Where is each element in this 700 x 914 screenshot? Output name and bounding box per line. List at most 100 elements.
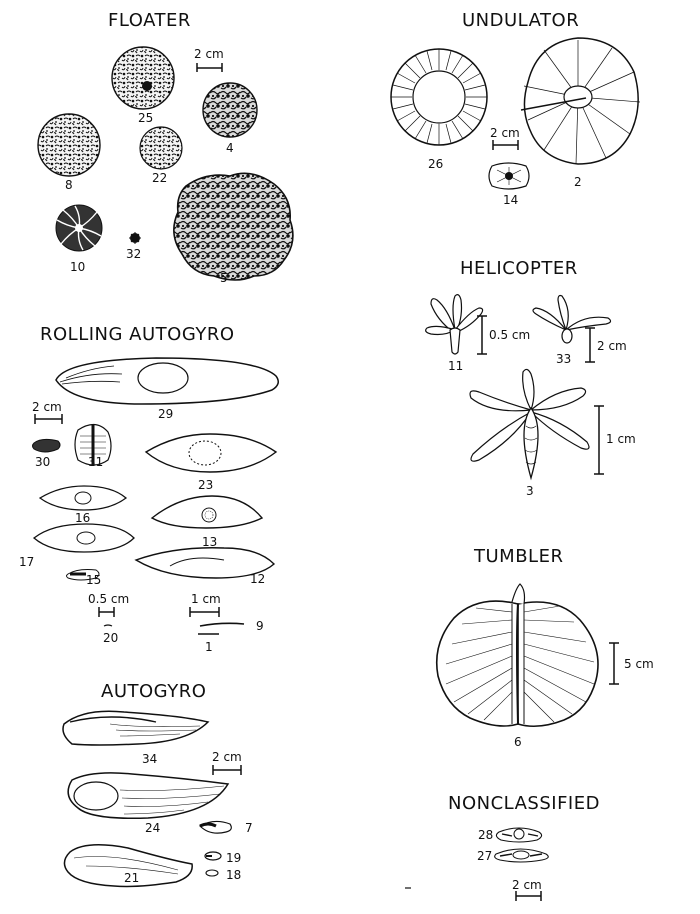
tumbler-group: TUMBLER 6 5 cm <box>435 546 654 749</box>
specimen-22-label: 22 <box>152 171 167 185</box>
heli-scale-bar-11: 0.5 cm <box>477 315 530 355</box>
specimen-13-label: 13 <box>202 535 217 549</box>
specimen-14: 14 <box>488 162 530 207</box>
specimen-18: 18 <box>205 868 241 882</box>
specimen-14-label: 14 <box>503 193 518 207</box>
specimen-4-label: 4 <box>226 141 234 155</box>
specimen-6: 6 <box>435 583 599 749</box>
specimen-16-label: 16 <box>75 511 90 525</box>
specimen-23-label: 23 <box>198 478 213 492</box>
specimen-7: 7 <box>199 820 253 835</box>
specimen-11: 11 <box>425 294 484 373</box>
specimen-9-label: 9 <box>256 619 264 633</box>
rolling-scale-bar-c: 1 cm <box>189 592 221 617</box>
specimen-29: 29 <box>55 357 279 421</box>
floater-group: FLOATER 2 cm 25 4 8 22 10 <box>37 10 294 285</box>
specimen-26: 26 <box>390 48 488 171</box>
rolling-scale-label-a: 2 cm <box>32 400 62 414</box>
specimen-4: 4 <box>202 82 258 155</box>
tumbler-scale-bar: 5 cm <box>609 642 654 685</box>
heli-scale-bar-3: 1 cm <box>594 405 636 475</box>
specimen-31: 31 <box>74 423 112 469</box>
specimen-10: 10 <box>55 204 103 274</box>
undulator-group: UNDULATOR 26 <box>390 10 641 207</box>
rolling-scale-label-c: 1 cm <box>191 592 221 606</box>
specimen-29-label: 29 <box>158 407 173 421</box>
specimen-24-label: 24 <box>145 821 160 835</box>
specimen-23: 23 <box>144 433 278 492</box>
specimen-1-label: 1 <box>205 640 213 654</box>
specimen-32: 32 <box>126 232 141 261</box>
nonclassified-scale-label: 2 cm <box>512 878 542 892</box>
specimen-2: 2 <box>520 37 641 189</box>
specimen-21: 21 <box>63 844 193 888</box>
specimen-18-label: 18 <box>226 868 241 882</box>
undulator-scale-label: 2 cm <box>490 126 520 140</box>
specimen-21-label: 21 <box>124 871 139 885</box>
specimen-8: 8 <box>37 113 101 192</box>
specimen-27-label: 27 <box>477 849 492 863</box>
specimen-6-label: 6 <box>514 735 522 749</box>
rolling-scale-label-b: 0.5 cm <box>88 592 129 606</box>
specimen-16: 16 <box>38 485 128 525</box>
specimen-28-label: 28 <box>478 828 493 842</box>
specimen-20-label: 20 <box>103 631 118 645</box>
heli-scale-label-3: 1 cm <box>606 432 636 446</box>
tumbler-heading: TUMBLER <box>473 546 563 567</box>
specimen-15-label: 15 <box>86 573 101 587</box>
specimen-27: 27 <box>477 848 549 863</box>
rolling-scale-bar-a: 2 cm <box>32 400 63 424</box>
specimen-25: 25 <box>111 46 175 125</box>
specimen-33: 33 <box>532 294 612 366</box>
specimen-3-label: 3 <box>526 484 534 498</box>
rolling-autogyro-group: ROLLING AUTOGYRO 29 2 cm 30 31 23 <box>19 324 279 654</box>
specimen-20: 20 <box>103 624 118 645</box>
nonclassified-group: NONCLASSIFIED 28 27 2 cm <box>405 793 600 901</box>
specimen-11-label: 11 <box>448 359 463 373</box>
specimen-17-label: 17 <box>19 555 34 569</box>
specimen-13: 13 <box>150 495 264 549</box>
nonclassified-heading: NONCLASSIFIED <box>448 793 600 814</box>
heli-scale-bar-33: 2 cm <box>585 327 627 363</box>
undulator-scale-bar: 2 cm <box>490 126 520 150</box>
specimen-2-label: 2 <box>574 175 582 189</box>
specimen-28: 28 <box>478 827 543 843</box>
specimen-5-label: 5 <box>220 271 228 285</box>
autogyro-group: AUTOGYRO 34 2 cm 24 7 21 <box>62 681 253 888</box>
specimen-7-label: 7 <box>245 821 253 835</box>
floater-heading: FLOATER <box>108 10 191 31</box>
specimen-3: 3 <box>469 368 590 498</box>
tumbler-scale-label: 5 cm <box>624 657 654 671</box>
specimen-17: 17 <box>19 523 135 569</box>
specimen-19-label: 19 <box>226 851 241 865</box>
specimen-26-label: 26 <box>428 157 443 171</box>
specimen-30-label: 30 <box>35 455 50 469</box>
specimen-25-label: 25 <box>138 111 153 125</box>
specimen-5: 5 <box>173 172 294 285</box>
specimen-22: 22 <box>139 126 183 185</box>
autogyro-scale-label: 2 cm <box>212 750 242 764</box>
specimen-8-label: 8 <box>65 178 73 192</box>
specimen-12: 12 <box>134 547 276 586</box>
autogyro-heading: AUTOGYRO <box>101 681 206 702</box>
specimen-24: 24 <box>67 772 230 835</box>
floater-scale-label: 2 cm <box>194 47 224 61</box>
undulator-heading: UNDULATOR <box>462 10 579 31</box>
floater-scale-bar: 2 cm <box>194 47 224 72</box>
specimen-34-label: 34 <box>142 752 157 766</box>
specimen-15: 15 <box>66 569 101 587</box>
nonclassified-scale-bar: 2 cm <box>512 878 542 901</box>
heli-scale-label-33: 2 cm <box>597 339 627 353</box>
specimen-31-label: 31 <box>88 455 103 469</box>
helicopter-heading: HELICOPTER <box>460 258 578 279</box>
specimen-19: 19 <box>204 851 241 865</box>
specimen-33-label: 33 <box>556 352 571 366</box>
specimen-9: 9 <box>199 619 264 633</box>
specimen-1: 1 <box>198 633 219 654</box>
specimen-10-label: 10 <box>70 260 85 274</box>
rolling-autogyro-heading: ROLLING AUTOGYRO <box>40 324 235 345</box>
specimen-34: 34 <box>62 710 210 766</box>
heli-scale-label-11: 0.5 cm <box>489 328 530 342</box>
autogyro-scale-bar: 2 cm <box>212 750 242 775</box>
